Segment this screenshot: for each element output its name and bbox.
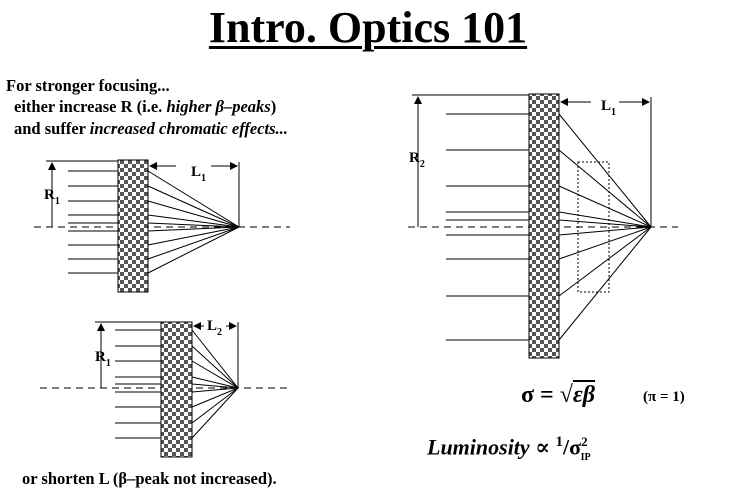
focused-ray [191,387,239,393]
focused-ray [191,376,239,389]
focused-ray [147,222,240,228]
focused-ray [558,226,652,297]
focused-ray [147,226,240,260]
focused-ray [191,387,239,439]
focused-ray [147,226,240,246]
label-r1-bottom: R1 [95,349,111,369]
focused-ray [147,226,240,232]
lens-block [160,321,193,458]
page-title: Intro. Optics 101 [208,3,528,52]
lens-block [117,159,149,293]
focused-ray [147,185,240,228]
focused-ray [147,226,240,274]
label-r2: R2 [409,150,425,170]
note-line-2-pre: either increase R (i.e. [14,97,167,116]
lens-diagram-right [408,93,678,359]
label-l1-right: L1 [601,98,616,118]
dotted-lens-outline [577,161,610,293]
focused-ray [191,383,239,389]
focused-ray [558,226,652,260]
focused-ray [558,185,652,228]
lens-diagram-bottom-left [40,321,290,458]
focused-ray [558,226,652,236]
pi-note: (π = 1) [643,389,685,405]
focused-ray [147,170,240,228]
note-line-1: For stronger focusing... [6,76,170,95]
focused-ray [558,226,652,341]
lens-block [528,93,560,359]
focused-ray [191,387,239,408]
label-l1-top: L1 [191,164,206,184]
note-line-3-pre: and suffer [14,119,90,138]
focused-ray [147,200,240,228]
focused-ray [191,387,239,424]
note-line-3: and suffer increased chromatic effects..… [14,119,288,139]
sigma-formula: σ = √εβ [521,382,596,408]
label-r1-top: R1 [44,187,60,207]
note-bottom: or shorten L (β–peak not increased). [22,469,277,488]
lens-diagram-top-left [34,159,290,293]
focused-ray [558,219,652,228]
note-line-2-italic: higher β–peaks [166,97,271,116]
luminosity-formula: Luminosity ∝ 1/σ2IP [427,434,591,463]
focused-ray [191,345,239,389]
label-l2: L2 [207,318,222,338]
focused-ray [191,360,239,389]
focused-ray [191,329,239,389]
focused-ray [558,113,652,228]
focused-ray [558,149,652,228]
note-line-2-post: ) [270,97,277,116]
focused-ray [147,214,240,228]
focused-ray [558,211,652,228]
note-line-2: either increase R (i.e. higher β–peaks) [14,97,276,117]
note-line-3-italic: increased chromatic effects... [89,119,288,138]
